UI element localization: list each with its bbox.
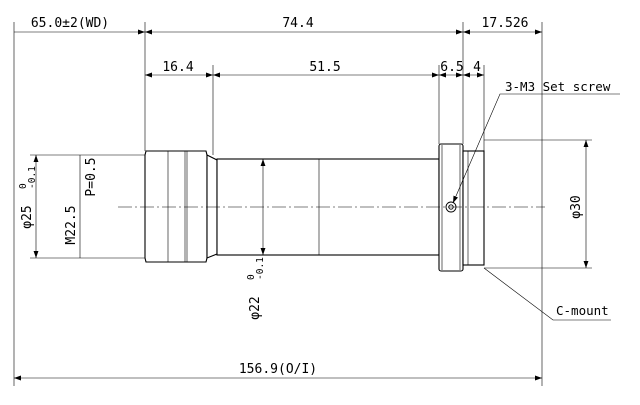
thread-pitch-text: P=0.5 xyxy=(84,157,99,196)
set-screw-callout: 3-M3 Set screw xyxy=(505,79,611,94)
body-dia-text: φ22 xyxy=(248,296,263,319)
extension-lines xyxy=(13,22,592,386)
front-dia-text: φ25 xyxy=(20,205,35,228)
front-dia-tol-upper: 0 xyxy=(18,183,29,189)
thread-pitch-label: P=0.5 xyxy=(84,157,99,196)
front-diameter-label: φ25 0 -0.1 xyxy=(18,166,38,229)
dim-length-main: 74.4 xyxy=(282,16,313,31)
mount-dia-text: φ30 xyxy=(569,195,584,218)
thread-size-text: M22.5 xyxy=(64,205,79,244)
dim-seg-mount: 4 xyxy=(473,60,481,75)
c-mount-thread xyxy=(462,150,485,266)
body-diameter-label: φ22 0 -0.1 xyxy=(246,257,266,320)
leader-c-mount xyxy=(483,267,611,321)
mount-diameter-label: φ30 xyxy=(569,195,584,218)
c-mount-callout: C-mount xyxy=(556,303,609,318)
thread-size-label: M22.5 xyxy=(64,205,79,244)
dim-seg-ring: 6.5 xyxy=(440,60,463,75)
leader-set-screw xyxy=(452,93,620,204)
taper-section xyxy=(206,154,218,259)
front-barrel xyxy=(144,150,208,263)
dim-seg-front: 16.4 xyxy=(162,60,193,75)
lens-body xyxy=(144,143,485,272)
dim-flange-back: 17.526 xyxy=(482,16,529,31)
dim-seg-middle: 51.5 xyxy=(309,60,340,75)
front-dia-tol-lower: -0.1 xyxy=(27,166,38,189)
body-dia-tol-upper: 0 xyxy=(246,274,257,280)
dim-working-distance: 65.0±2(WD) xyxy=(31,16,109,31)
rear-ring xyxy=(438,143,464,272)
dim-overall-length: 156.9(O/I) xyxy=(239,362,317,377)
body-dia-tol-lower: -0.1 xyxy=(255,257,266,280)
